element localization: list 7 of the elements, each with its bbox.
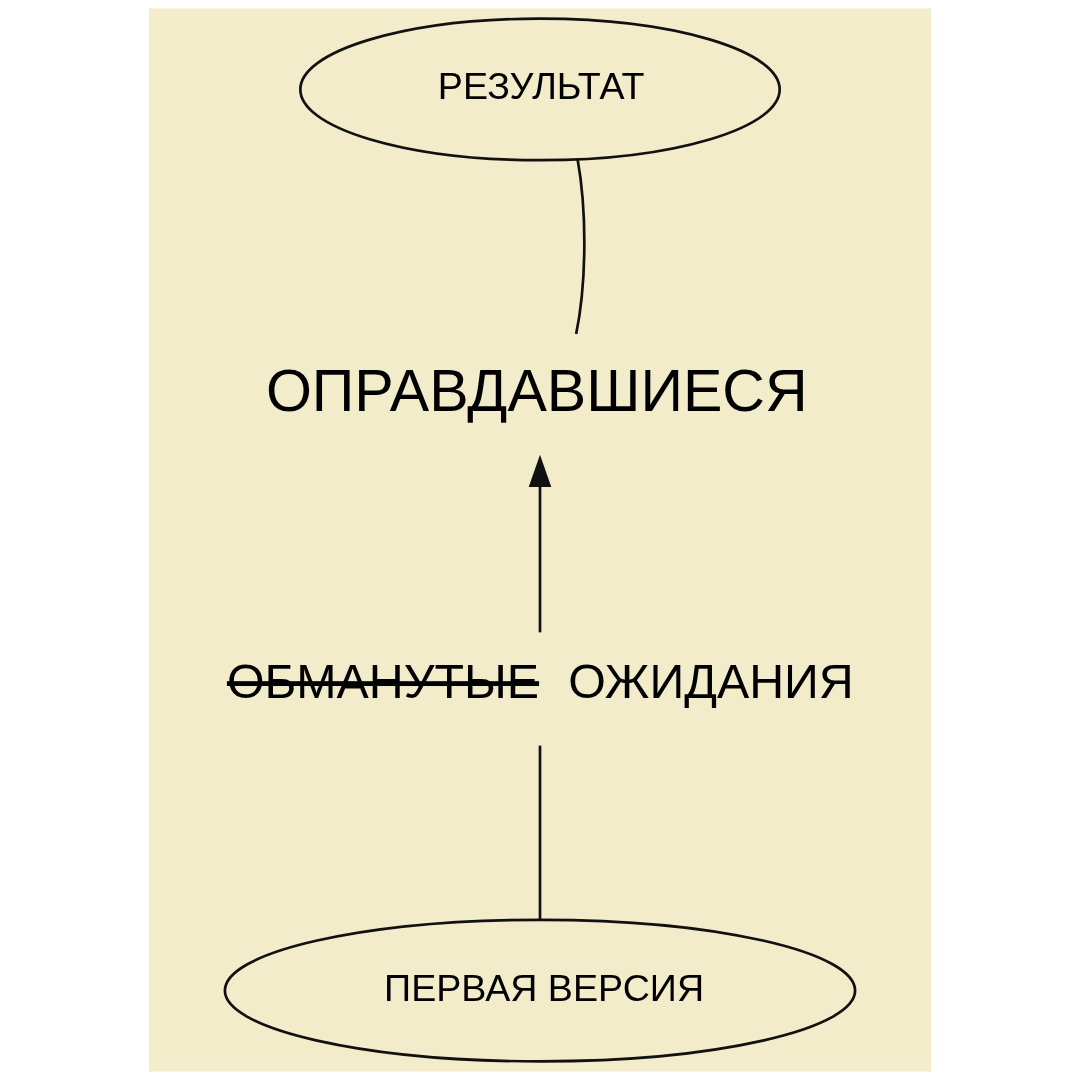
node-ellipse: РЕЗУЛЬТАТ [298, 17, 782, 162]
node-ellipse: ПЕРВАЯ ВЕРСИЯ [223, 918, 857, 1063]
connector [574, 158, 586, 335]
arrow [528, 454, 552, 633]
node-text: ОПРАВДАВШИЕСЯ [265, 357, 808, 425]
connector [538, 745, 542, 920]
node-text: ОБМАНУТЫЕ ОЖИДАНИЯ [226, 654, 854, 709]
